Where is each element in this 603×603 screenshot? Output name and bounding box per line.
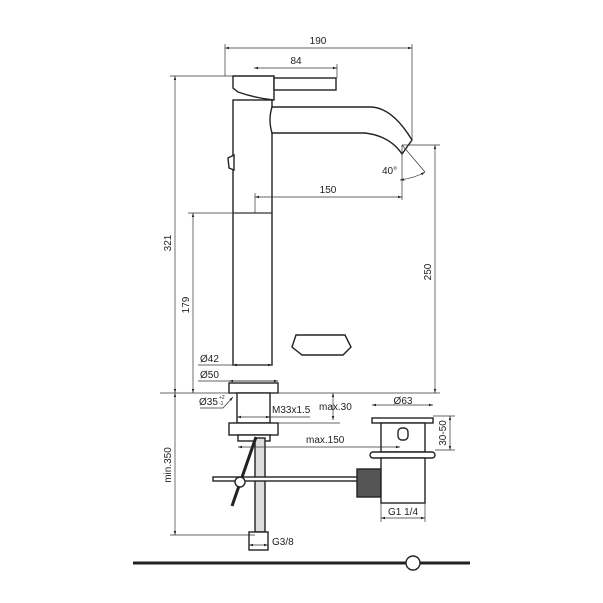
- dim-waste-diameter: Ø63: [394, 396, 413, 407]
- dim-base-diameter: Ø50: [200, 370, 219, 381]
- dim-hose: G3/8: [272, 537, 294, 548]
- dim-body-diameter: Ø42: [200, 354, 219, 365]
- dim-min-install: min.350: [163, 447, 174, 483]
- aerator-part: [291, 334, 352, 356]
- dim-total-height: 321: [163, 234, 174, 251]
- dim-waste-thread: G1 1/4: [388, 507, 418, 518]
- dim-lever-length: 84: [290, 56, 302, 67]
- dim-overall-width: 190: [310, 36, 327, 47]
- faucet-body: [212, 75, 413, 551]
- dim-thread: M33x1.5: [272, 405, 311, 416]
- dim-max-deck: max.30: [319, 402, 352, 413]
- dim-hole-diameter: Ø35: [199, 397, 218, 408]
- dim-max-rod: max.150: [306, 435, 345, 446]
- waste-fitting: [369, 417, 436, 504]
- dim-waste-height: 30-50: [438, 420, 449, 446]
- dim-spout-angle: 40°: [382, 166, 397, 177]
- dim-body-lower-height: 179: [181, 296, 192, 313]
- dim-hole-tol-plus: +2: [219, 395, 225, 401]
- dim-spout-height: 250: [423, 263, 434, 280]
- dim-hole-tol-minus: -1: [219, 401, 224, 407]
- dim-spout-reach: 150: [320, 185, 337, 196]
- dimension-lines: [170, 44, 455, 547]
